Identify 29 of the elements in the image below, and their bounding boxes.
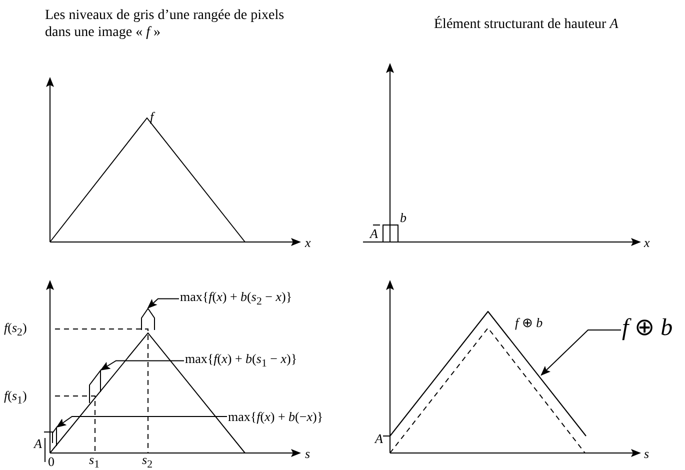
tick-label: s$_{1}$ bbox=[89, 453, 100, 470]
leader-arrow bbox=[56, 416, 228, 428]
axis-label: A bbox=[370, 227, 378, 240]
formula-callout: max{f(x) + b(s$_{2}$ − x)} bbox=[180, 290, 292, 308]
tick-label: 0 bbox=[48, 455, 54, 468]
element-label: b bbox=[400, 211, 406, 224]
curve-label: f ⊕ b bbox=[515, 316, 543, 329]
axis-label: A bbox=[34, 437, 42, 450]
tick-label: s$_{2}$ bbox=[142, 453, 152, 470]
dilation-profile bbox=[390, 311, 586, 436]
formula-callout: max{f(x) + b(s$_{1}$ − x)} bbox=[185, 352, 298, 370]
structuring-element bbox=[52, 427, 57, 446]
leader-arrow bbox=[100, 360, 184, 371]
axis-label: s bbox=[644, 447, 650, 460]
structuring-element bbox=[89, 370, 101, 403]
leader-arrow bbox=[540, 330, 622, 376]
panel-title: Élément structurant de hauteur A bbox=[434, 18, 618, 32]
formula-callout: f ⊕ b bbox=[622, 316, 673, 340]
curve-label: f bbox=[150, 110, 154, 123]
axis-label: f(s$_{1}$) bbox=[4, 389, 27, 406]
structuring-element bbox=[141, 308, 155, 330]
leader-arrow bbox=[147, 298, 180, 309]
axis-label: x bbox=[305, 236, 311, 249]
axis-label: f(s$_{2}$) bbox=[4, 321, 27, 338]
axis-label: x bbox=[644, 236, 650, 249]
axis-label: s bbox=[305, 447, 310, 460]
axis-label: A bbox=[375, 432, 383, 445]
panel-title: Les niveaux de gris d’une rangée de pixels dans une image « f » bbox=[45, 8, 286, 42]
formula-callout: max{f(x) + b(−x)} bbox=[228, 410, 324, 423]
